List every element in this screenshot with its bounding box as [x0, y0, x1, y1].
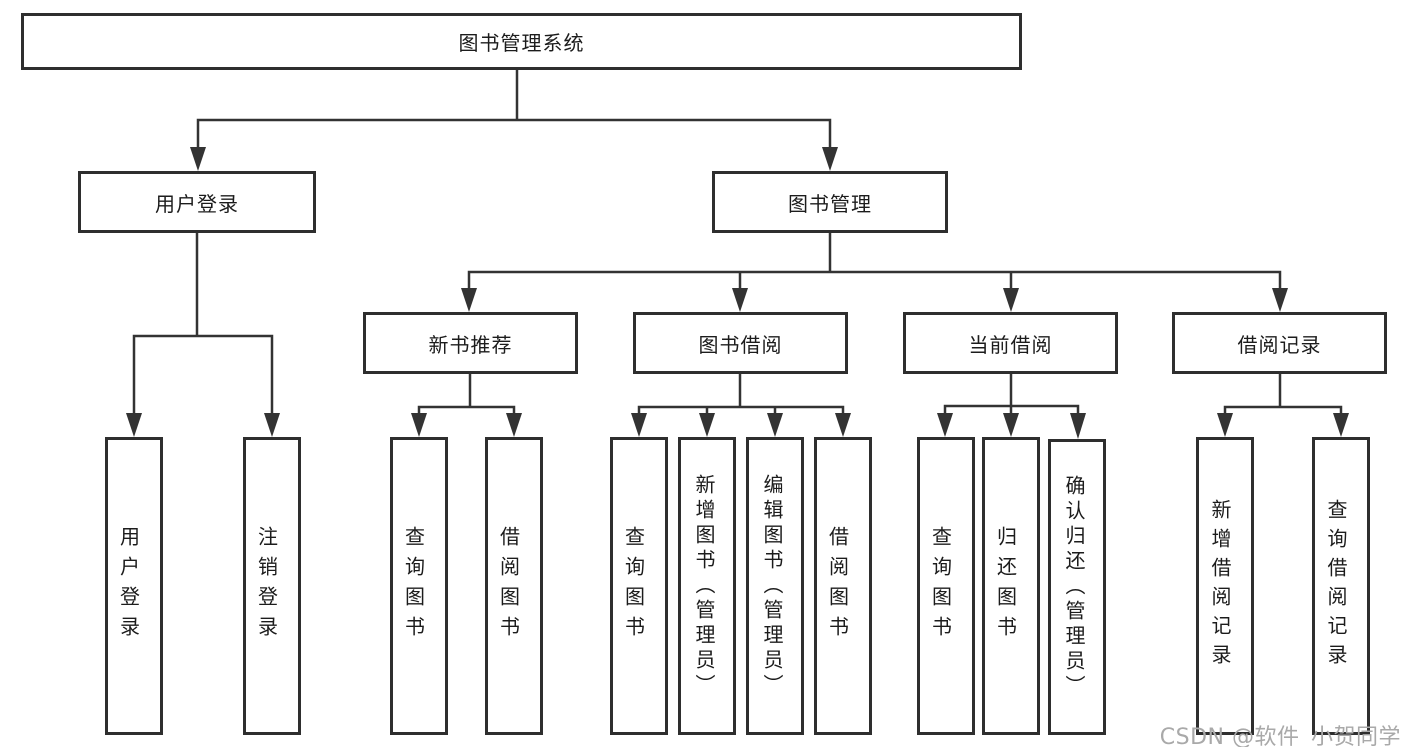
leaf-add-borrow-record: 新增借阅记录: [1196, 437, 1254, 735]
node-book-management: 图书管理: [712, 171, 948, 233]
leaf-query-borrow-record: 查询借阅记录: [1312, 437, 1370, 735]
node-new-book-recommendation: 新书推荐: [363, 312, 578, 374]
leaf-return-book: 归还图书: [982, 437, 1040, 735]
node-book-borrowing: 图书借阅: [633, 312, 848, 374]
leaf-borrow-books: 借阅图书: [814, 437, 872, 735]
node-library-management-system: 图书管理系统: [21, 13, 1022, 70]
leaf-confirm-return-admin: 确认归还（管理员）: [1048, 439, 1106, 735]
node-borrowing-records: 借阅记录: [1172, 312, 1387, 374]
leaf-borrow-books-recommend: 借阅图书: [485, 437, 543, 735]
arrowheads: [126, 147, 1349, 439]
leaf-add-book-admin: 新增图书（管理员）: [678, 437, 736, 735]
node-current-borrowing: 当前借阅: [903, 312, 1118, 374]
leaf-edit-book-admin: 编辑图书（管理员）: [746, 437, 804, 735]
leaf-query-books-current: 查询图书: [917, 437, 975, 735]
leaf-logout: 注销登录: [243, 437, 301, 735]
node-user-login: 用户登录: [78, 171, 316, 233]
leaf-query-books-recommend: 查询图书: [390, 437, 448, 735]
leaf-user-login: 用户登录: [105, 437, 163, 735]
csdn-watermark: CSDN @软件_小贺同学: [1159, 725, 1401, 747]
leaf-query-books-borrow: 查询图书: [610, 437, 668, 735]
